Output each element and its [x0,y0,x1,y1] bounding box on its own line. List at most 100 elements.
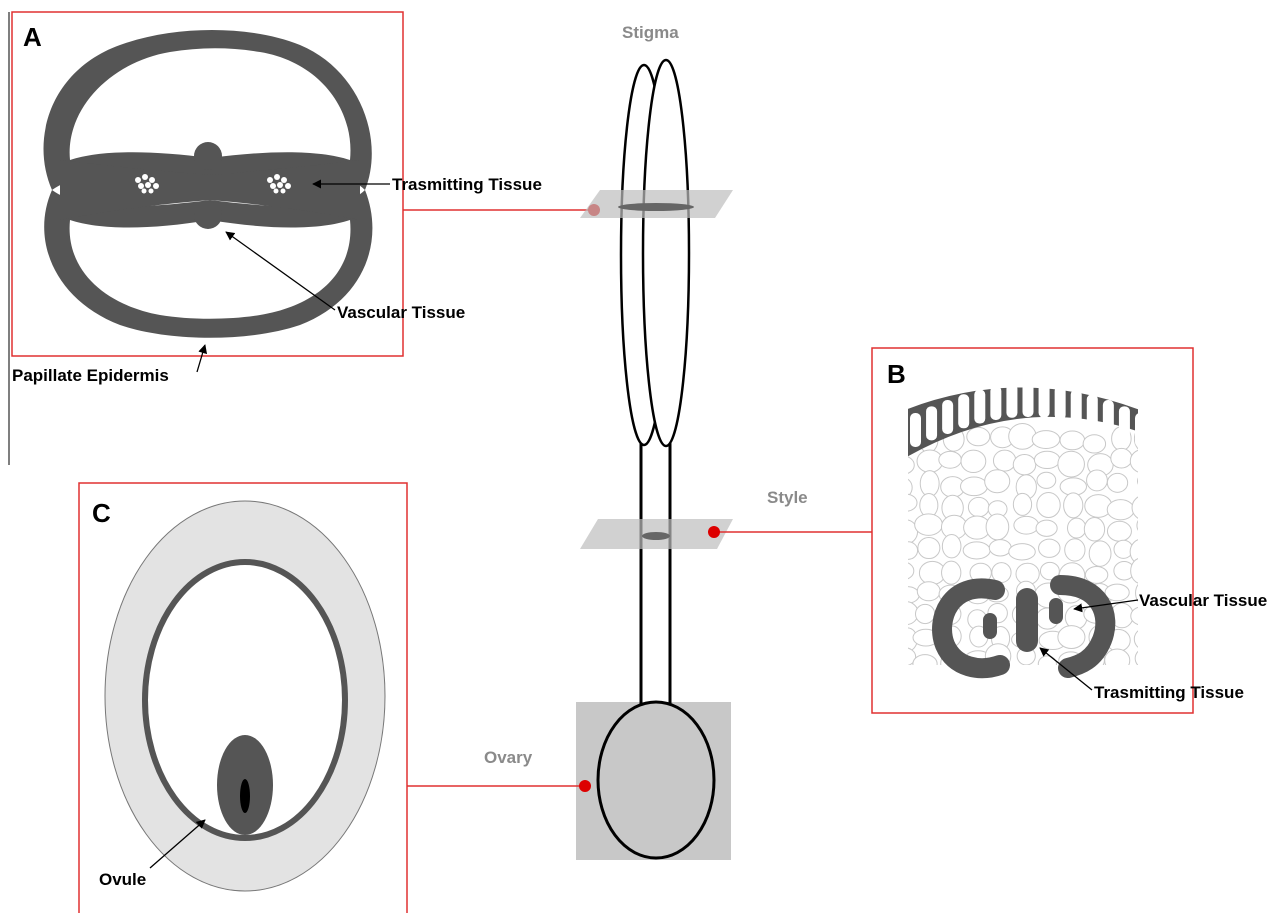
epidermis-cell [1039,384,1050,418]
cortex-cell [1009,424,1036,450]
cortex-cell [1132,495,1158,520]
vascular-bundle-b-right [1049,598,1063,624]
ovary [598,702,714,858]
cortex-cell [918,537,940,558]
cortex-cell [893,562,914,580]
cortex-cell [1013,455,1036,475]
cortex-cell [1037,472,1056,488]
section-cut-style [642,532,670,540]
transmitting-tissue-center [1016,588,1038,652]
label-transmitting-b: Trasmitting Tissue [1094,683,1244,702]
cortex-cell [942,535,961,558]
cortex-cell [1087,470,1108,491]
cortex-cell [993,450,1015,471]
label-stigma: Stigma [622,23,679,42]
cortex-cell [1089,541,1111,566]
cortex-cell [1064,493,1083,518]
cortex-cell [968,497,989,517]
cortex-cell [896,587,919,604]
cortex-cell [920,471,939,497]
cortex-cell [1013,493,1031,515]
panel-a: A Trasmitting Tissue Vascular Tissue Pap… [12,12,542,385]
cortex-cell [1065,539,1085,561]
cortex-cell [961,477,988,496]
cortex-cell [1083,435,1105,453]
cortex-cell [1084,518,1104,541]
cortex-cell [985,470,1010,493]
cortex-cell [895,494,917,511]
cortex-cell [992,563,1011,583]
cortex-cell [915,514,943,536]
cortex-cell [1107,473,1127,492]
cortex-cell [892,456,915,474]
cortex-cell [1107,500,1134,520]
epidermis-cell [1055,386,1066,420]
cortex-cell [1068,518,1086,538]
label-ovule: Ovule [99,870,146,889]
vascular-bundle-lower [194,201,222,229]
cortex-cell [893,602,918,625]
epidermis-cell [1006,384,1017,418]
cortex-cell [961,450,986,472]
cortex-cell [1009,544,1036,560]
cortex-cell [1032,431,1060,449]
cortex-cell [1060,431,1085,450]
label-style: Style [767,488,808,507]
epidermis-cell [1119,406,1130,440]
epidermis-cell [942,400,953,434]
section-cut-stigma [618,203,694,211]
stigma-lobe-right [643,60,689,446]
cortex-cell [915,604,934,623]
cortex-cell [1107,521,1131,541]
vascular-bundle-upper [194,142,222,170]
cortex-cell [1034,451,1059,468]
cortex-cell [1130,449,1155,472]
marker-b [708,526,720,538]
cortex-cell [917,582,940,601]
cortex-cell [1037,492,1060,517]
panel-b-letter: B [887,359,906,389]
panel-c-letter: C [92,498,111,528]
cortex-cell [1138,473,1158,489]
cortex-cell [1039,539,1060,557]
epidermis-cell [1071,390,1082,424]
epidermis-cell [974,390,985,424]
epidermis-cell [958,394,969,428]
label-vascular-a: Vascular Tissue [337,303,465,322]
label-vascular-b: Vascular Tissue [1139,591,1267,610]
label-epidermis: Papillate Epidermis [12,366,169,385]
cortex-cell [967,427,990,445]
epidermis-cell [910,413,921,447]
panel-c: C Ovule [79,483,407,913]
label-transmitting-a: Trasmitting Tissue [392,175,542,194]
cortex-cell [1130,539,1154,565]
epidermis-cell [926,406,937,440]
pistil: Stigma Style Ovary [484,23,808,860]
cortex-cell [1134,629,1153,649]
epidermis-cell [1135,413,1146,447]
cortex-cell [1135,647,1162,670]
cortex-cell [1137,515,1158,535]
epidermis-cell [990,386,1001,420]
epidermis-cell [1087,394,1098,428]
cortex-cell [1058,451,1085,477]
cortex-cell [963,542,990,559]
cortex-cell [893,520,917,544]
arrow-vascular-a [226,232,335,310]
cortex-cell [1105,584,1129,601]
cortex-cell [892,648,915,666]
cortex-cell [1131,558,1152,584]
cortex-cell [1036,520,1057,536]
arrow-epidermis [197,345,205,372]
cortex-cell [1014,516,1039,534]
panel-b: B Vascular Tissue Trasmitting Tissue [872,348,1267,713]
epidermis-cell [1023,383,1034,417]
cortex-cell [942,561,961,584]
cortex-cell [1111,448,1132,468]
cortex-cell [986,514,1009,540]
panel-a-letter: A [23,22,42,52]
cortex-cell [939,451,962,468]
epidermis-cell [1103,400,1114,434]
cortex-cell [899,542,918,560]
